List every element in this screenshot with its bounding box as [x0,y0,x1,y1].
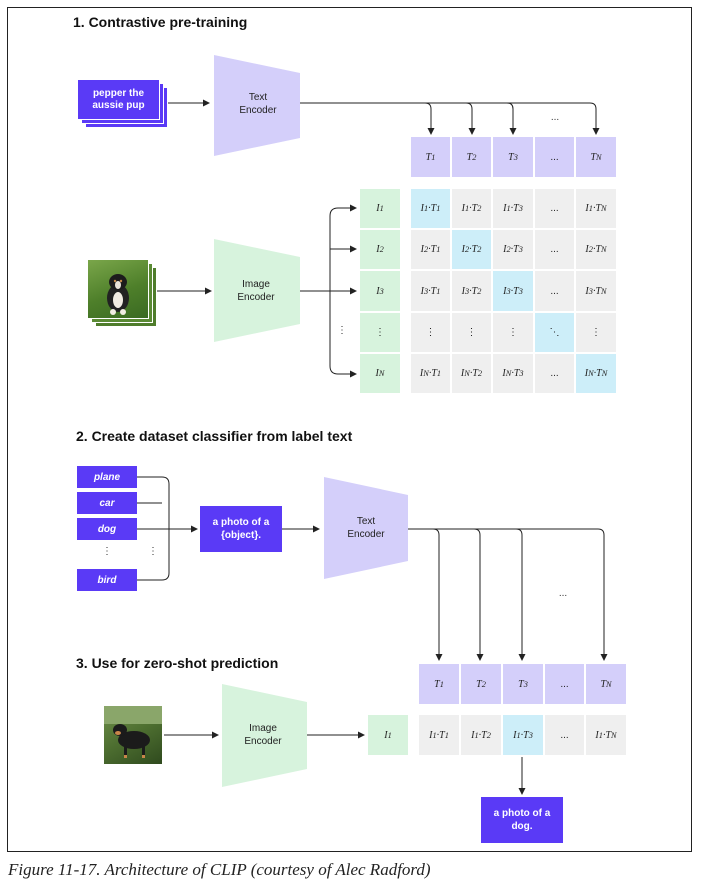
dog-photo [87,259,149,319]
text-encoder-shape [214,55,300,156]
matrix-cell: ⋮ [576,313,616,352]
matrix-cell: ... [535,230,574,269]
section-2-title: 2. Create dataset classifier from label … [76,428,353,444]
text-encoder-2-label: Text Encoder [347,516,385,540]
dog-illustration [104,706,162,758]
figure-frame [7,7,692,852]
puppy-illustration [107,274,129,315]
section-1-title: 1. Contrastive pre-training [73,14,248,30]
text-feature-ellipsis: ... [535,137,574,177]
matrix-cell: ⋮ [493,313,533,352]
image-encoder-2-label: Image Encoder [244,723,282,747]
label-ellipsis: ⋮ [102,546,112,557]
label-plane: plane [77,466,137,488]
dog-photo-2 [103,705,163,765]
prompt-template-text: a photo of a {object}. [212,517,270,541]
text-encoder-label: Text Encoder [239,92,277,116]
figure-caption: Figure 11-17. Architecture of CLIP (cour… [8,860,431,879]
prediction-box: a photo of a dog. [481,797,563,843]
prediction-text: a photo of a dog. [493,808,551,832]
text-input-card: pepper the aussie pup [77,79,160,120]
arrow-ellipsis-2: ... [558,588,568,599]
image-encoder-label: Image Encoder [237,279,275,303]
label-car: car [77,492,137,514]
matrix-cell: ⋱ [535,313,574,352]
label-dog: dog [77,518,137,540]
image-encoder-shape [214,239,300,342]
arrow-ellipsis: ... [550,112,560,123]
text-encoder-2-shape [324,477,408,579]
s3-text-feature-ellipsis: ... [545,664,584,704]
image-encoder-2-shape [222,684,307,787]
section-3-title: 3. Use for zero-shot prediction [76,655,279,671]
score-cell: ... [545,715,584,755]
matrix-cell: ... [535,189,574,228]
image-feature-ellipsis: ⋮ [360,313,400,352]
matrix-cell: ... [535,271,574,311]
matrix-cell: ⋮ [411,313,450,352]
label-bird: bird [77,569,137,591]
side-ellipsis: ⋮ [337,325,347,336]
prompt-template: a photo of a {object}. [200,506,282,552]
matrix-cell: ⋮ [452,313,491,352]
matrix-cell: ... [535,354,574,393]
bracket-ellipsis: ⋮ [148,546,158,557]
